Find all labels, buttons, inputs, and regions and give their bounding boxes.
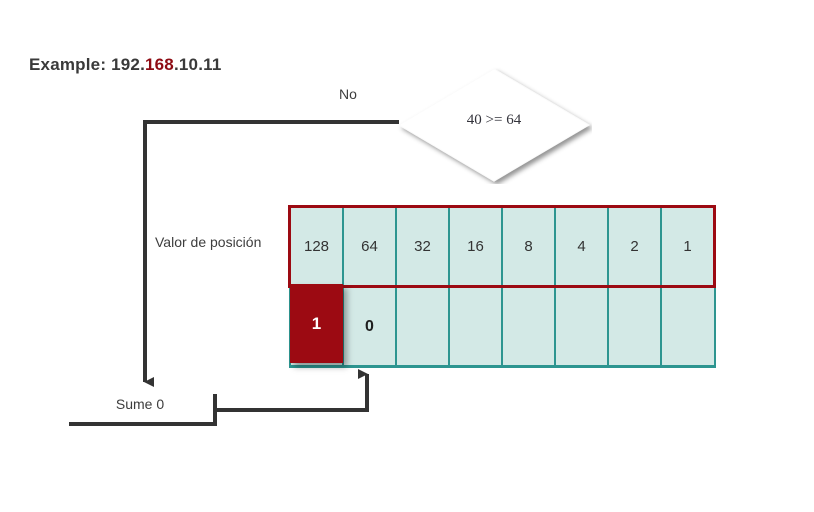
place-value-cell: 128: [288, 205, 344, 288]
place-value-cell: 32: [395, 205, 450, 288]
binary-place-value-table: 128 64 32 16 8 4 2 1 1 0: [288, 205, 716, 368]
place-value-cell: 64: [342, 205, 397, 288]
bit-cell: [660, 286, 716, 368]
place-value-cell: 1: [660, 205, 716, 288]
page-title: Example: 192.168.10.11: [29, 55, 222, 75]
highlighted-bit-cell: 1: [290, 284, 343, 363]
place-value-cell: 16: [448, 205, 503, 288]
title-prefix: Example: 192.: [29, 55, 145, 74]
bit-row: 1 0: [288, 286, 716, 368]
sum-to-bit-connector: [215, 369, 369, 412]
branch-label-no: No: [339, 86, 357, 102]
decision-text: 40 >= 64: [466, 112, 522, 128]
bit-cell: [607, 286, 662, 368]
decision-diamond: 40 >= 64: [396, 66, 592, 184]
bit-cell: [395, 286, 450, 368]
place-value-cell: 4: [554, 205, 609, 288]
place-value-row: 128 64 32 16 8 4 2 1: [288, 205, 716, 288]
sum-node-label: Sume 0: [115, 396, 165, 412]
title-highlight-octet: 168: [145, 55, 174, 74]
bit-cell: [501, 286, 556, 368]
place-value-cell: 2: [607, 205, 662, 288]
highlighted-bit-value: 1: [311, 314, 322, 333]
title-suffix: .10.11: [173, 55, 222, 74]
place-value-caption: Valor de posición: [155, 234, 262, 250]
bit-cell: [554, 286, 609, 368]
bit-cell: [448, 286, 503, 368]
sum-node: Sume 0: [69, 394, 217, 426]
diamond-shape: [398, 68, 590, 182]
place-value-cell: 8: [501, 205, 556, 288]
bit-cell: 0: [342, 286, 397, 368]
